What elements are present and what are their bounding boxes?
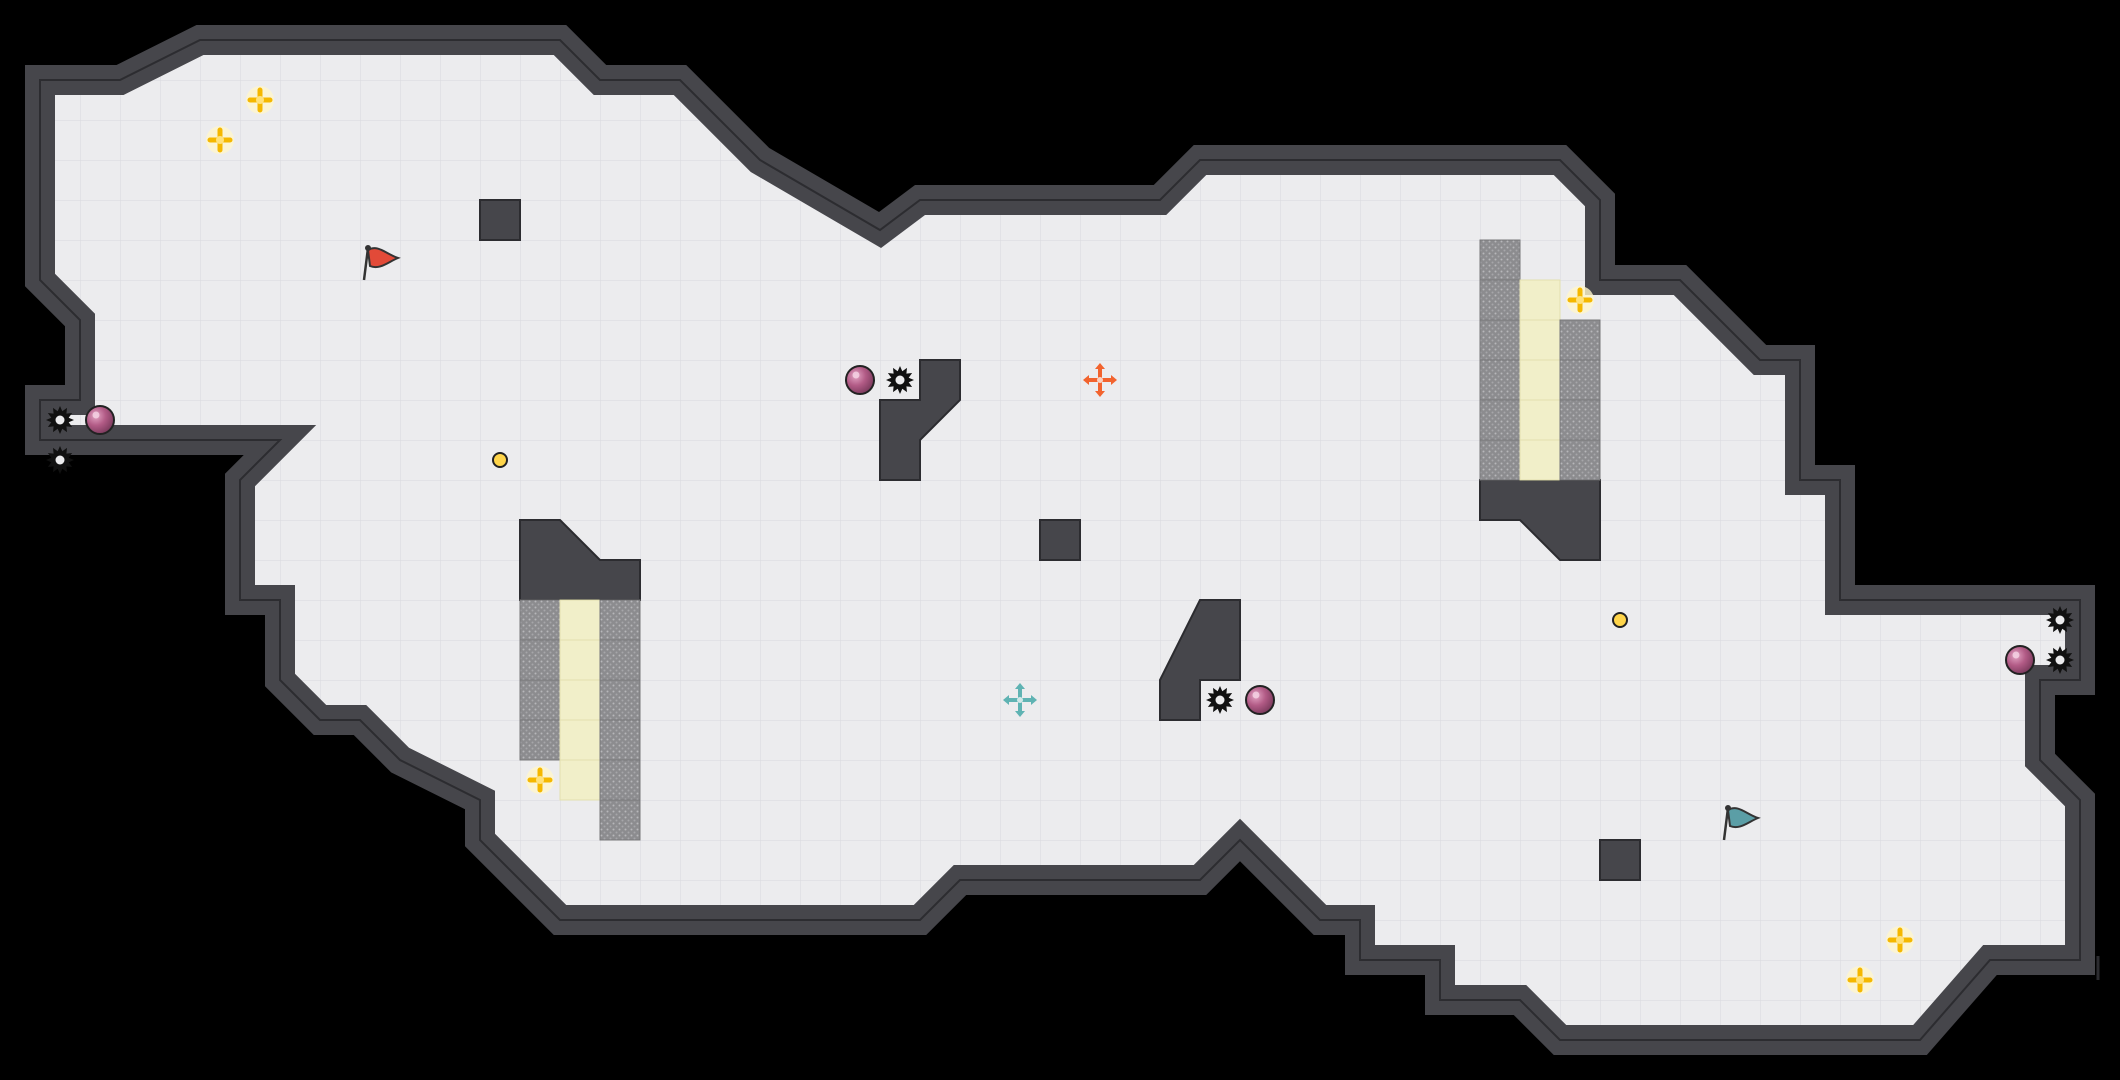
speed-tile	[559, 679, 601, 721]
outer-wall-edge	[39, 39, 2081, 1041]
spike-icon	[886, 366, 914, 394]
wall-block-nw	[479, 199, 521, 241]
speed-tile	[559, 639, 601, 681]
speed-tile	[559, 759, 601, 801]
gate-tile	[1559, 359, 1601, 401]
gate-tile	[1479, 439, 1521, 481]
gate-tile	[599, 639, 641, 681]
gate-tile	[519, 639, 561, 681]
spike-icon	[1206, 686, 1234, 714]
speed-tile	[1519, 319, 1561, 361]
gate-tile	[599, 719, 641, 761]
wall-block-se	[1599, 839, 1641, 881]
bomb-icon	[845, 365, 875, 395]
gate-tile	[599, 599, 641, 641]
blue-flag-icon	[1722, 805, 1761, 841]
gate-tile	[599, 759, 641, 801]
powerup-icon	[206, 126, 234, 154]
portal-icon	[492, 452, 508, 468]
special-tiles-layer	[519, 239, 1601, 841]
bomb-icon	[1245, 685, 1275, 715]
speed-tile	[1519, 359, 1561, 401]
gate-tile	[519, 679, 561, 721]
bomb-icon	[2005, 645, 2035, 675]
red-flag-icon	[362, 245, 401, 281]
wall-block-center	[1039, 519, 1081, 561]
powerup-icon	[1846, 966, 1874, 994]
powerup-icon	[246, 86, 274, 114]
bomb-icon	[85, 405, 115, 435]
portal-icon	[1612, 612, 1628, 628]
speed-tile	[1519, 399, 1561, 441]
speed-tile	[1519, 279, 1561, 321]
walls-layer	[25, 25, 2100, 1055]
gate-tile	[1559, 399, 1601, 441]
gate-tile	[1479, 359, 1521, 401]
gate-tile	[599, 799, 641, 841]
gate-tile	[1479, 399, 1521, 441]
gate-tile	[1559, 319, 1601, 361]
gate-tile	[519, 599, 561, 641]
powerup-icon	[526, 766, 554, 794]
powerup-icon	[1566, 286, 1594, 314]
wall-block-center-left	[879, 359, 961, 481]
spike-icon	[2046, 646, 2074, 674]
powerup-icon	[1886, 926, 1914, 954]
objects-layer	[46, 86, 2074, 994]
gate-tile	[1479, 319, 1521, 361]
spike-icon	[2046, 606, 2074, 634]
spike-icon	[46, 446, 74, 474]
gate-tile	[1479, 239, 1521, 281]
speed-tile	[559, 719, 601, 761]
red-boost-icon	[1083, 363, 1117, 397]
gate-tile	[599, 679, 641, 721]
gate-tile	[519, 719, 561, 761]
wall-block-center-right	[1159, 599, 1241, 721]
gate-tile	[1479, 279, 1521, 321]
gate-tile	[1559, 439, 1601, 481]
spike-icon	[46, 406, 74, 434]
speed-tile	[1519, 439, 1561, 481]
speed-tile	[559, 599, 601, 641]
blue-boost-icon	[1003, 683, 1037, 717]
